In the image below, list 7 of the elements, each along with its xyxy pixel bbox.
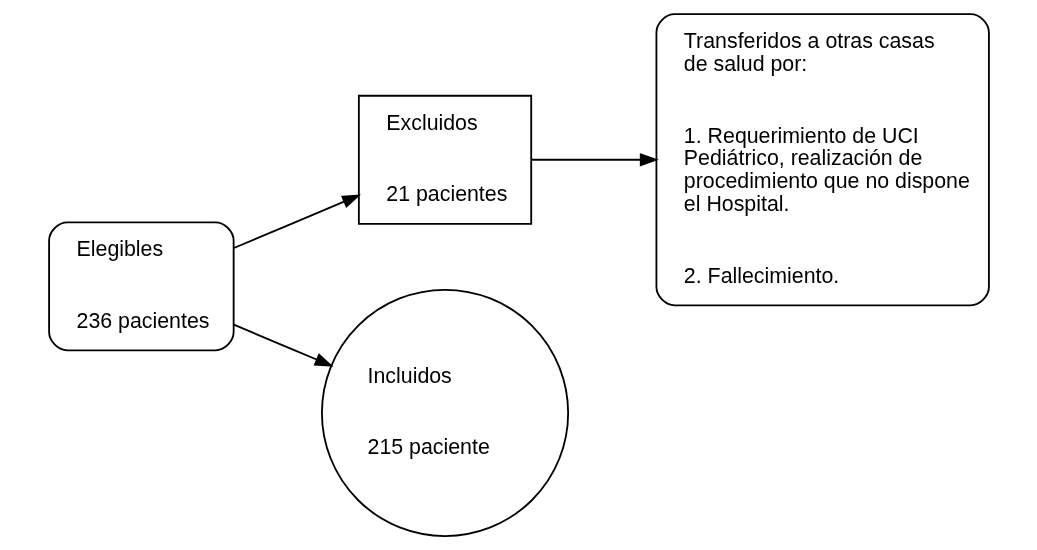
node-box: Elegibles 236 pacientes (47, 221, 235, 352)
arrow (232, 194, 361, 249)
node-circle: Incluidos 215 paciente (320, 288, 569, 537)
node-box: Excluidos 21 pacientes (357, 94, 532, 225)
arrow (232, 323, 334, 367)
node-box: Transferidos a otras casas de salud por: 1. Requerimiento de UCI Pediátrico, realización de procedimiento que no dispone el Hospital. 2. Fallecimiento. (655, 13, 990, 307)
arrow (530, 153, 659, 167)
